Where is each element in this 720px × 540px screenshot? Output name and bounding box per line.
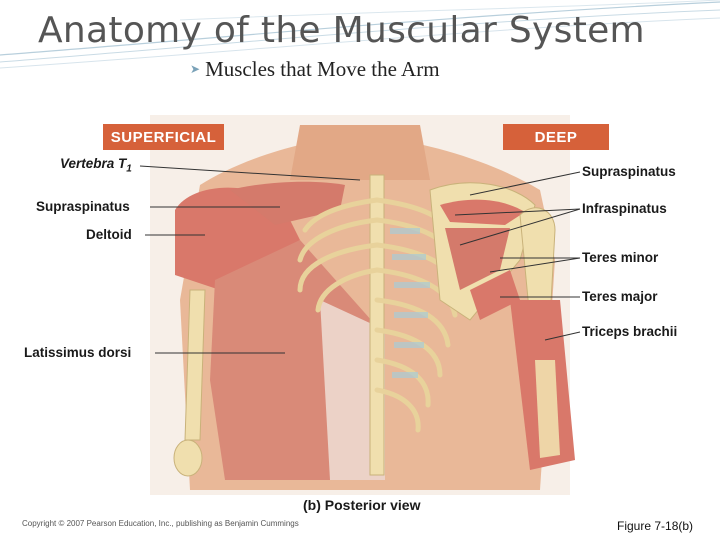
copyright-notice: Copyright © 2007 Pearson Education, Inc.… <box>22 519 299 528</box>
figure-number: Figure 7-18(b) <box>617 519 694 533</box>
label-deltoid: Deltoid <box>86 227 132 242</box>
figure-caption: (b) Posterior view <box>303 497 421 513</box>
label-latissimus-dorsi: Latissimus dorsi <box>24 345 132 360</box>
header-swoosh-decoration <box>0 0 720 69</box>
slide-title: Anatomy of the Muscular System <box>38 10 645 51</box>
label-triceps-brachii: Triceps brachii <box>582 324 678 339</box>
label-teres-major: Teres major <box>582 289 658 304</box>
label-vertebra-text: Vertebra T <box>60 156 127 171</box>
label-supraspinatus-left: Supraspinatus <box>36 199 130 214</box>
label-vertebra-t1: Vertebra T1 <box>60 156 132 175</box>
bullet-arrow-icon: ➤ <box>190 62 201 76</box>
badge-superficial: SUPERFICIAL <box>103 124 224 150</box>
label-infraspinatus: Infraspinatus <box>582 201 667 216</box>
label-teres-minor: Teres minor <box>582 250 659 265</box>
subtitle-text: Muscles that Move the Arm <box>205 57 440 81</box>
label-vertebra-subscript: 1 <box>126 163 132 175</box>
badge-deep: DEEP <box>503 124 609 150</box>
label-supraspinatus-right: Supraspinatus <box>582 164 676 179</box>
slide-subtitle: ➤ Muscles that Move the Arm <box>190 57 440 82</box>
